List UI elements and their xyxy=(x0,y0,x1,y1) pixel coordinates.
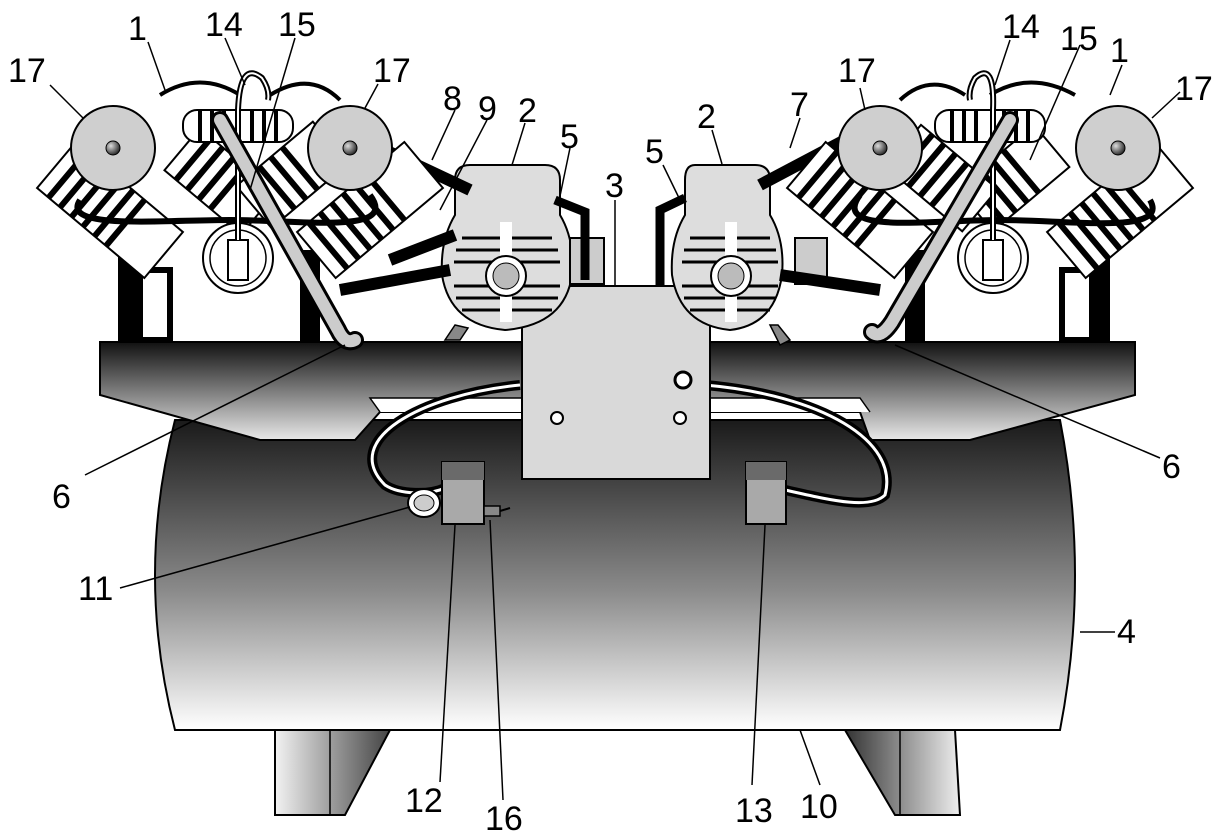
pump-left xyxy=(35,70,445,351)
callout-9: 9 xyxy=(478,90,497,128)
motor-bracket-right xyxy=(655,193,687,285)
pressure-switch-left xyxy=(441,461,485,525)
callout-2: 2 xyxy=(697,98,716,136)
pressure-gauge xyxy=(407,488,441,518)
callout-17: 17 xyxy=(1175,70,1213,108)
pressure-switch-right xyxy=(745,461,787,525)
callout-17: 17 xyxy=(373,52,411,90)
tank-foot-left xyxy=(274,729,392,816)
callout-17: 17 xyxy=(838,52,876,90)
callout-1: 1 xyxy=(128,10,147,48)
callout-17: 17 xyxy=(8,52,46,90)
callout-7: 7 xyxy=(790,86,809,124)
callout-13: 13 xyxy=(735,792,773,830)
callout-16: 16 xyxy=(485,800,523,834)
callout-2: 2 xyxy=(518,92,537,130)
motor-bracket-left xyxy=(553,195,590,280)
callout-15: 15 xyxy=(1060,20,1098,58)
callout-11: 11 xyxy=(78,570,113,608)
callout-6: 6 xyxy=(52,478,71,516)
callout-5: 5 xyxy=(560,118,579,156)
motor-left xyxy=(440,164,605,341)
callout-3: 3 xyxy=(605,167,624,205)
callout-15: 15 xyxy=(278,6,316,44)
callout-1: 1 xyxy=(1110,32,1129,70)
callout-12: 12 xyxy=(405,782,443,820)
callout-14: 14 xyxy=(205,6,243,44)
callout-4: 4 xyxy=(1117,613,1136,651)
pump-right xyxy=(785,70,1195,344)
leader-lines xyxy=(49,37,1181,801)
callout-5: 5 xyxy=(645,133,664,171)
callout-10: 10 xyxy=(800,788,838,826)
motor-right xyxy=(670,164,828,347)
tank-foot-right xyxy=(843,729,962,816)
drain-valve xyxy=(483,505,511,517)
callout-labels: 17 1 14 15 17 8 9 2 5 3 5 2 7 17 14 15 1… xyxy=(8,6,1213,834)
callout-14: 14 xyxy=(1002,8,1040,46)
control-box xyxy=(521,285,711,480)
callout-8: 8 xyxy=(443,80,462,118)
callout-6: 6 xyxy=(1162,448,1181,486)
